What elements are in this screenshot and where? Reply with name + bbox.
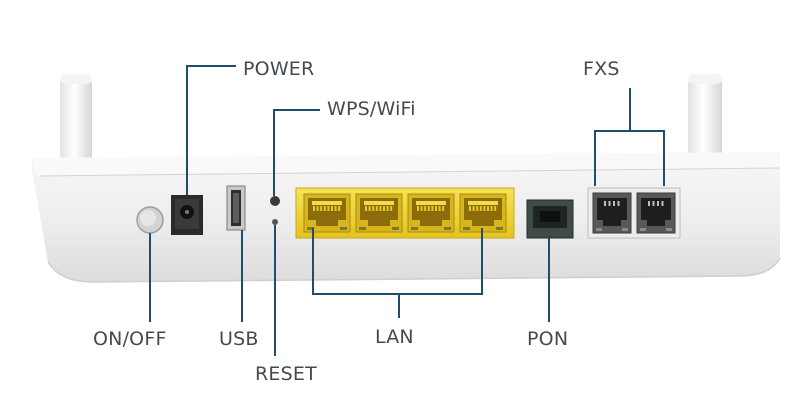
reset-pinhole xyxy=(272,219,278,225)
lan-port xyxy=(407,193,455,233)
power-callout xyxy=(186,65,236,195)
reset-label: RESET xyxy=(255,363,317,385)
fxs-port xyxy=(636,192,676,234)
pon-label: PON xyxy=(527,328,569,350)
lan-port xyxy=(303,193,351,233)
usb-port xyxy=(226,185,246,231)
wps-button xyxy=(270,196,280,206)
fxs-label: FXS xyxy=(583,58,620,80)
pon-port xyxy=(526,199,574,239)
power-label: POWER xyxy=(243,58,315,80)
lan-port xyxy=(459,193,507,233)
fxs-port xyxy=(592,192,632,234)
lan-ports xyxy=(295,187,515,239)
wps-wifi-label: WPS/WiFi xyxy=(327,98,416,120)
wps-callout xyxy=(273,109,320,196)
fxs-callout xyxy=(594,88,665,186)
lan-label: LAN xyxy=(375,326,414,348)
power-jack xyxy=(171,195,203,235)
fxs-ports xyxy=(587,187,681,239)
lan-callout xyxy=(312,228,483,318)
lan-port xyxy=(355,193,403,233)
usb-label: USB xyxy=(219,328,259,350)
callout-lines xyxy=(149,65,665,356)
on-off-label: ON/OFF xyxy=(93,328,167,350)
on-off-button xyxy=(136,206,164,234)
